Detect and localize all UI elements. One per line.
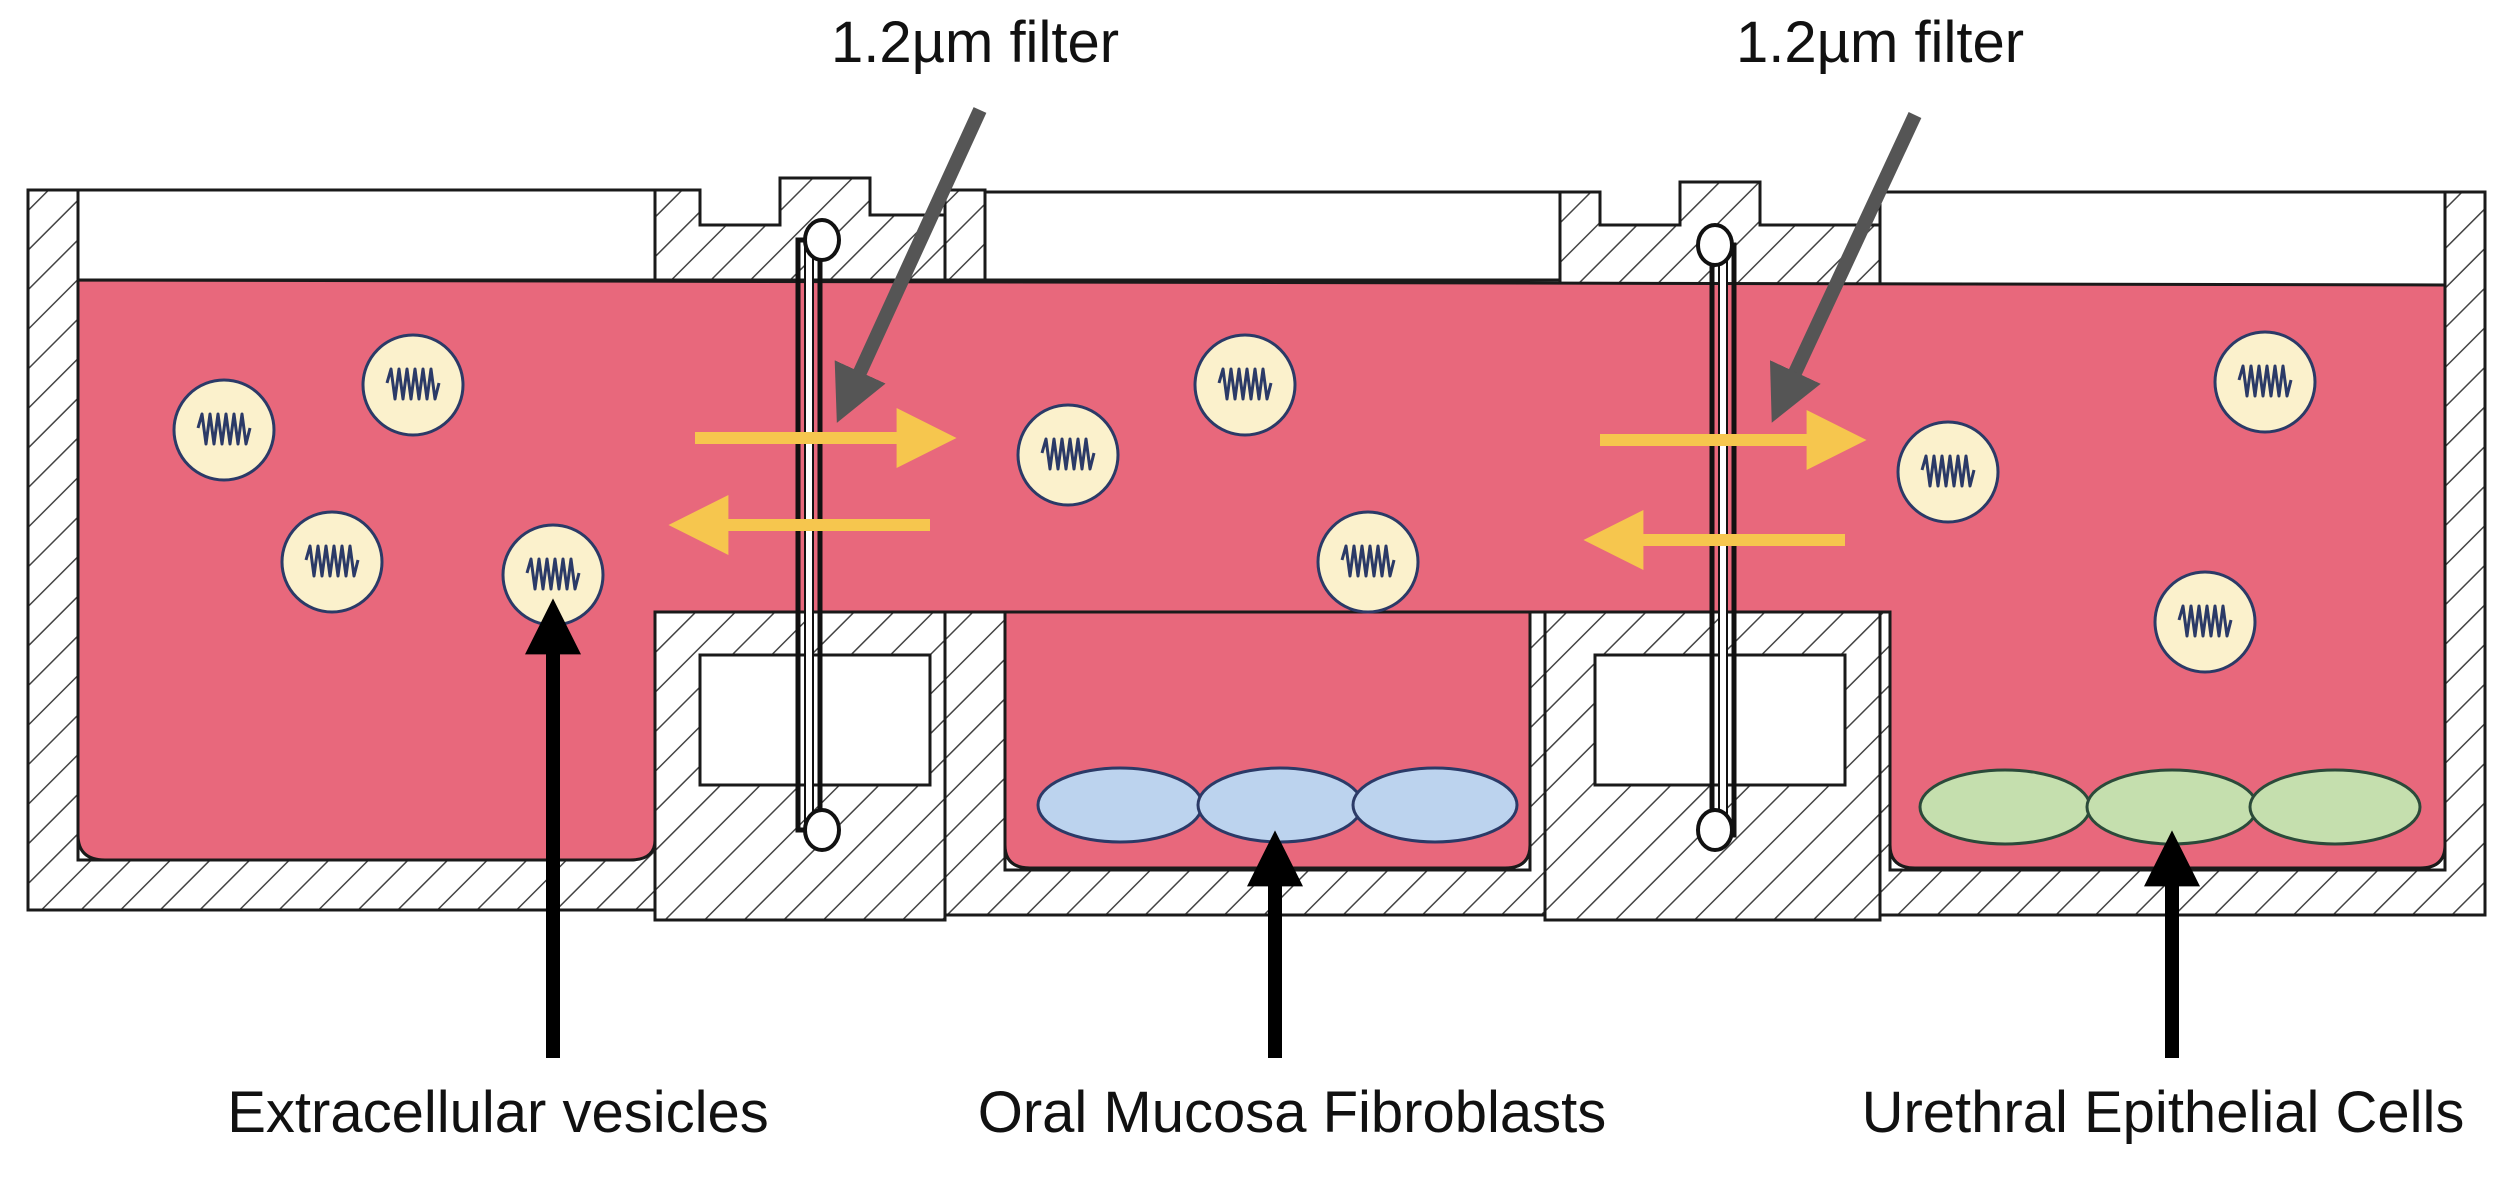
vesicle bbox=[172, 378, 276, 482]
middle-chamber-wall bbox=[943, 188, 987, 282]
vesicle bbox=[501, 523, 605, 627]
epithelial-layer bbox=[1918, 768, 2422, 846]
fibroblasts-label: Oral Mucosa Fibroblasts bbox=[978, 1080, 1607, 1145]
right-chamber bbox=[1718, 190, 2487, 917]
right-filter-bottom-oring bbox=[1696, 808, 1734, 852]
vesicle bbox=[2153, 570, 2257, 674]
vesicle bbox=[2213, 330, 2317, 434]
left-chamber bbox=[26, 176, 947, 912]
vesicle bbox=[1016, 403, 1120, 507]
vesicles bbox=[172, 330, 2317, 674]
filter-label-right: 1.2µm filter bbox=[1736, 10, 2024, 75]
epithelial-cell bbox=[1918, 768, 2092, 846]
epithelial-cell bbox=[2248, 768, 2422, 846]
epithelial-cell bbox=[2085, 768, 2259, 846]
vesicle bbox=[1896, 420, 2000, 524]
left-chamber-headspace bbox=[76, 188, 657, 282]
vesicle bbox=[280, 510, 384, 614]
left-chamber-rim bbox=[653, 176, 947, 282]
middle-chamber-headspace bbox=[983, 190, 1562, 282]
right-filter-top-oring bbox=[1696, 223, 1734, 267]
vesicles-label: Extracellular vesicles bbox=[227, 1080, 769, 1145]
left-filter bbox=[795, 218, 841, 852]
fibroblast-cell bbox=[1351, 766, 1519, 844]
fibroblast-cell bbox=[1196, 766, 1364, 844]
vesicle bbox=[361, 333, 465, 437]
vesicle bbox=[1316, 510, 1420, 614]
fibroblast-layer bbox=[1036, 766, 1519, 844]
epithelial-label: Urethral Epithelial Cells bbox=[1862, 1080, 2465, 1145]
filter-pointer-right bbox=[1769, 112, 1922, 423]
filter-pointer-left bbox=[834, 107, 987, 423]
vesicle bbox=[1193, 333, 1297, 437]
left-filter-top-oring bbox=[803, 218, 841, 262]
fibroblast-cell bbox=[1036, 766, 1204, 844]
filter-label-left: 1.2µm filter bbox=[831, 10, 1119, 75]
right-chamber-headspace bbox=[1878, 190, 2447, 287]
left-filter-bottom-oring bbox=[803, 808, 841, 852]
